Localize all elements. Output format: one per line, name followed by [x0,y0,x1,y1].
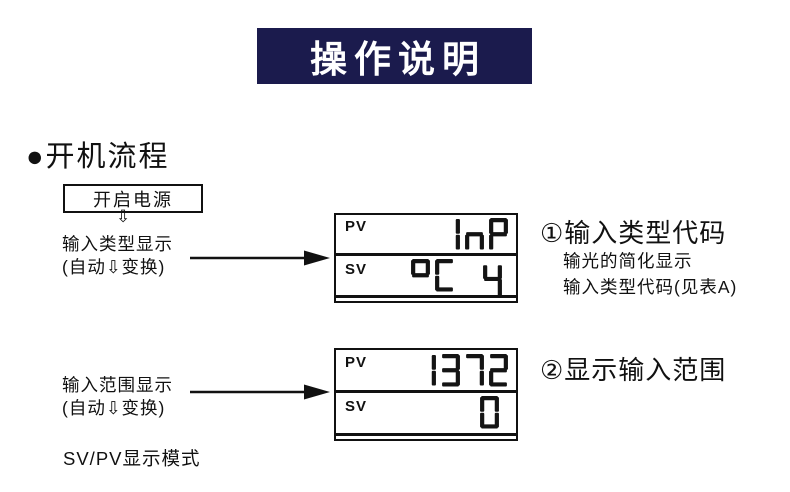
lcd-separator [336,253,516,256]
right-arrow-icon [190,384,330,400]
sv-value-segments [411,259,502,301]
pv-value-segments [417,354,508,396]
lcd-separator [336,433,516,436]
step2-label-line1: 输入范围显示 [62,375,173,395]
down-arrow-icon: ⇩ [116,207,131,226]
step1-left-label: 输入类型显示 (自动⇩变换) [62,233,173,279]
step2-left-label: 输入范围显示 (自动⇩变换) [62,374,173,420]
step1-note-title: ①输入类型代码 [540,218,727,248]
power-on-label: 开启电源 [93,189,173,210]
display-mode-label: SV/PV显示模式 [63,448,201,469]
step2-note-title: ②显示输入范围 [540,355,727,385]
lcd-separator [336,295,516,298]
step1-note-line1: 输光的简化显示 [563,251,693,271]
power-on-box: 开启电源 [63,184,203,213]
step1-note-line2: 输入类型代码(见表A) [563,277,738,297]
lcd-display-input-range: PV SV [334,348,518,441]
sv-label: SV [345,261,368,278]
pv-value-segments [441,218,508,260]
pv-label: PV [345,218,368,235]
step2-label-line2: (自动⇩变换) [62,398,166,418]
right-arrow-icon [190,250,330,266]
step1-label-line2: (自动⇩变换) [62,257,166,277]
section-heading-boot-flow: ●开机流程 [26,141,170,173]
step1-label-line1: 输入类型显示 [62,234,173,254]
page-title: 操作说明 [257,28,532,84]
lcd-separator [336,390,516,393]
pv-label: PV [345,354,368,371]
sv-value-segments [480,396,499,438]
lcd-display-input-type: PV SV [334,213,518,303]
sv-label: SV [345,398,368,415]
